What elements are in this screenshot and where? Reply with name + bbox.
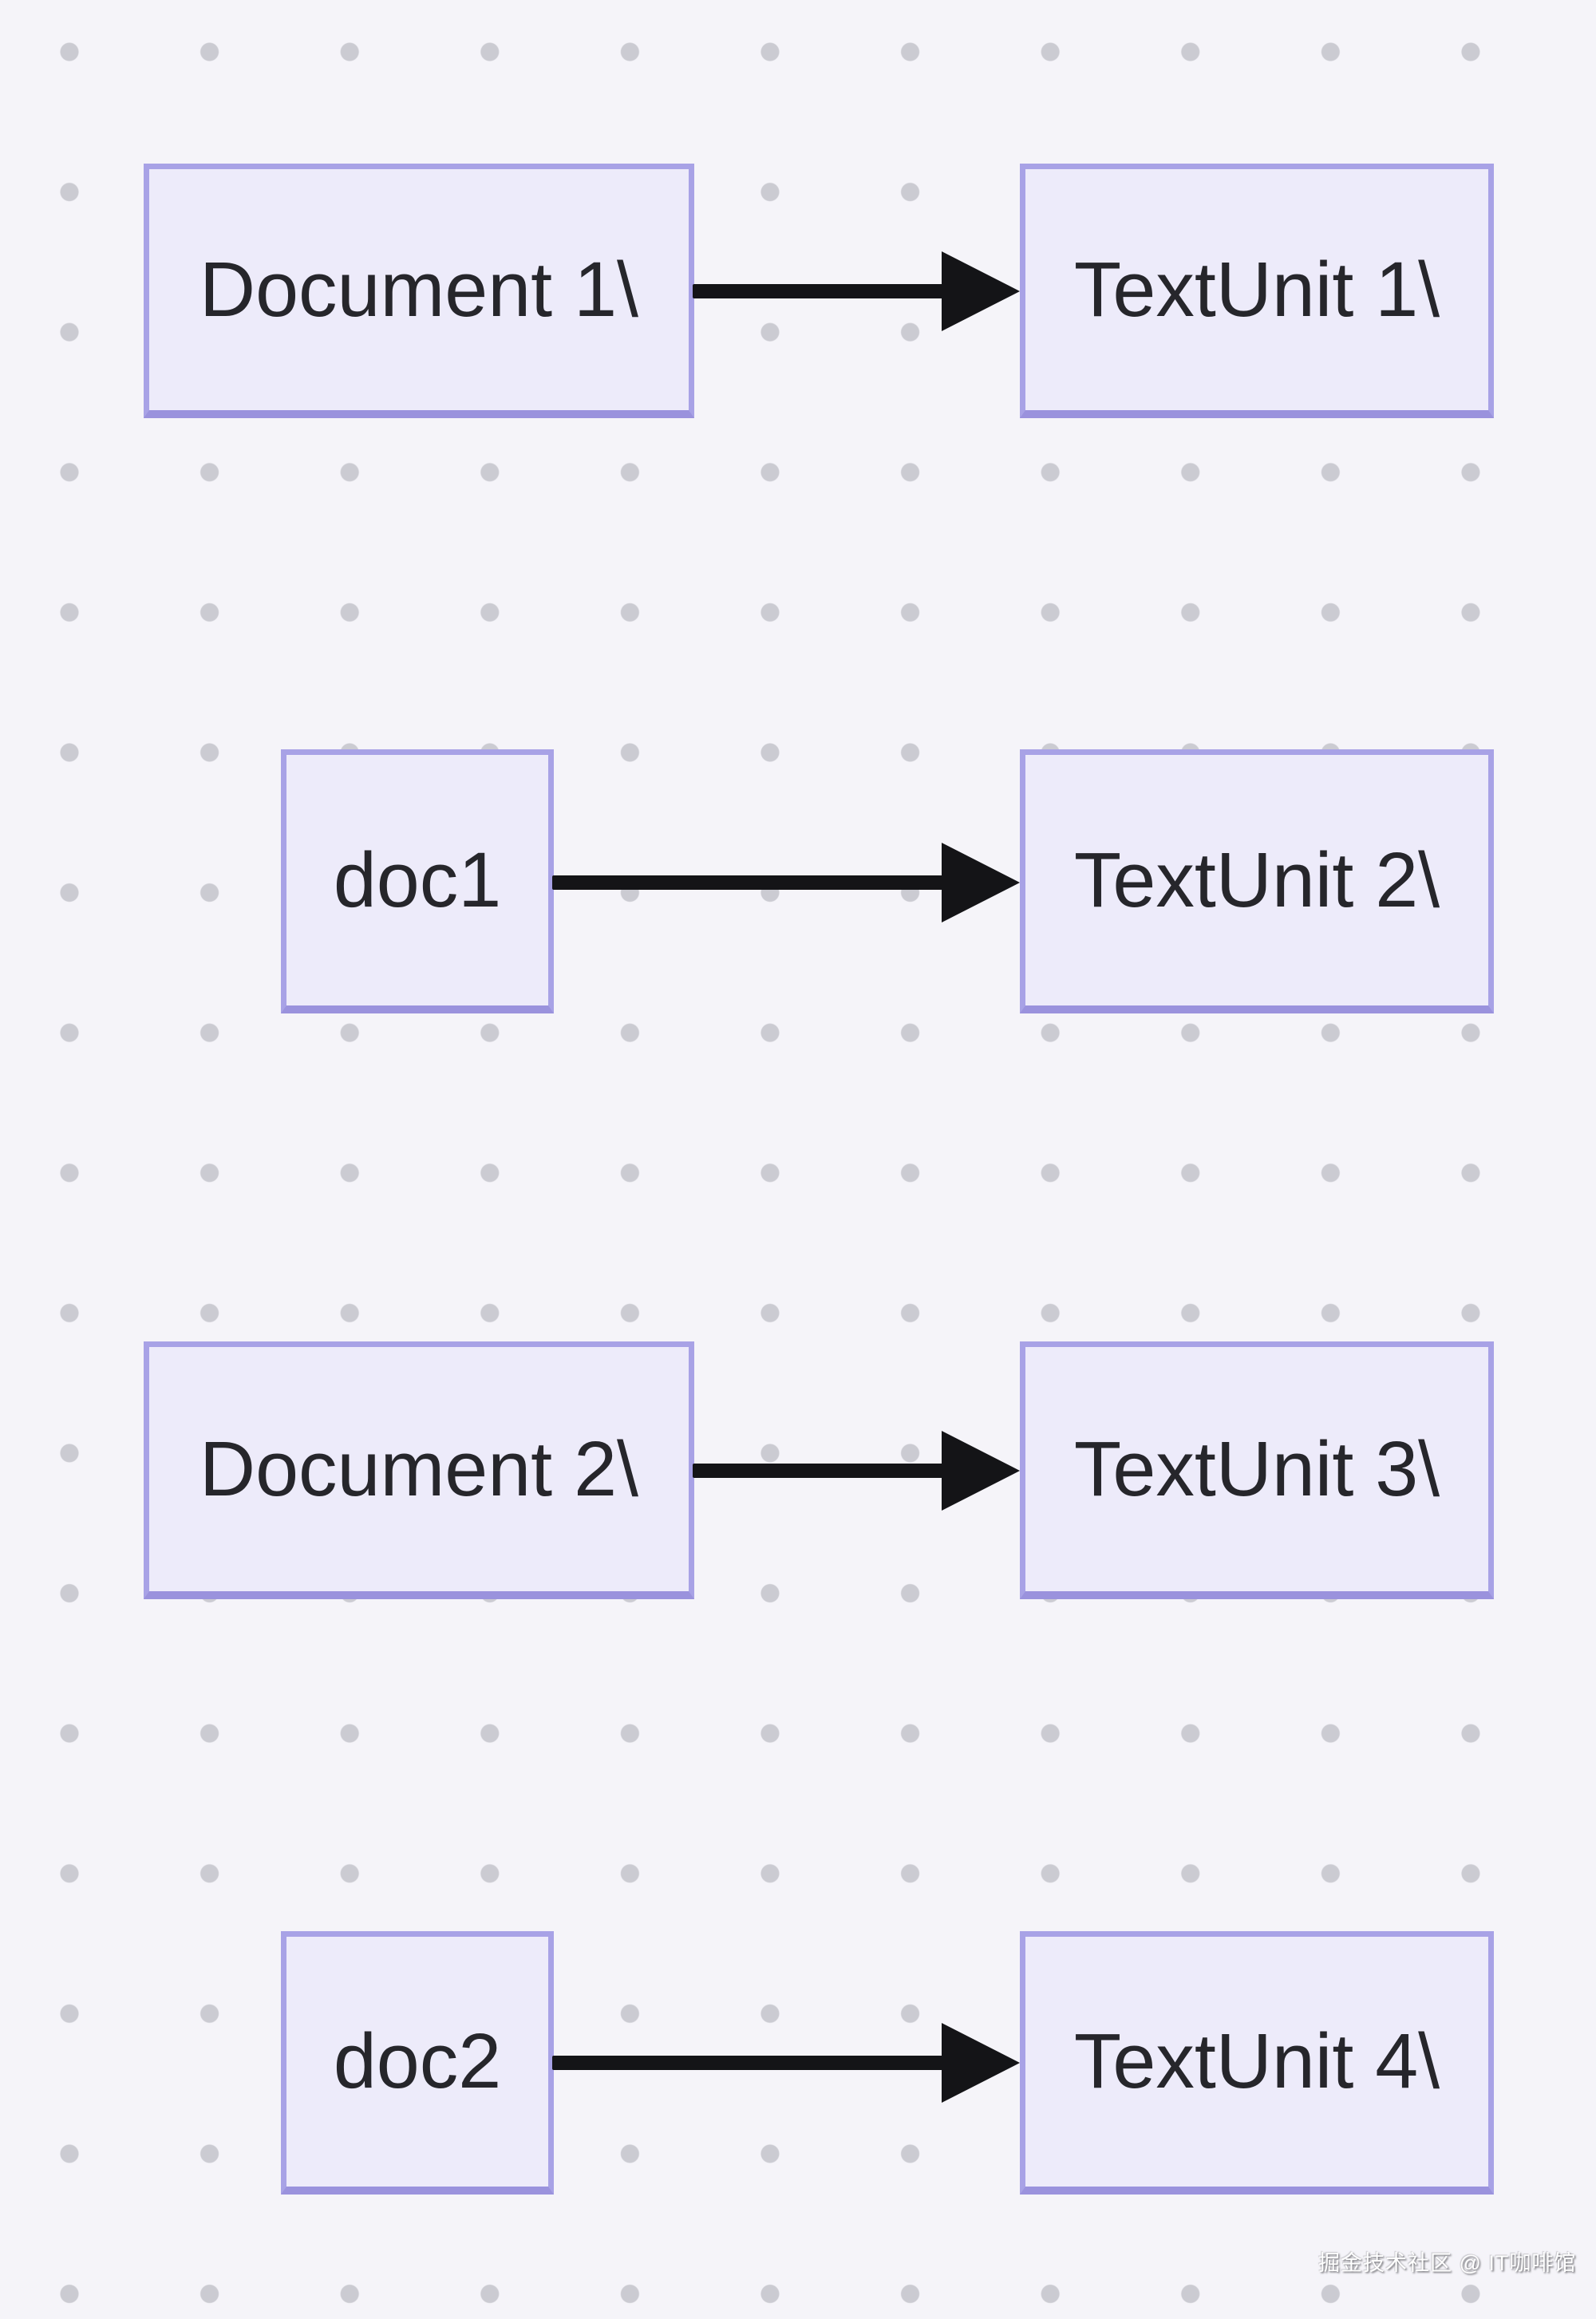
node-textunit-3: TextUnit 3\ — [1020, 1341, 1494, 1599]
node-textunit-2: TextUnit 2\ — [1020, 749, 1494, 1013]
node-label: TextUnit 1\ — [1073, 245, 1440, 333]
arrow-shaft — [693, 284, 945, 298]
node-label: TextUnit 3\ — [1073, 1424, 1440, 1512]
node-label: doc1 — [333, 836, 502, 923]
node-doc2: doc2 — [281, 1931, 554, 2195]
node-label: Document 1\ — [200, 245, 638, 333]
arrow-head-icon — [942, 2023, 1020, 2103]
node-label: TextUnit 2\ — [1073, 836, 1440, 923]
node-document-2: Document 2\ — [144, 1341, 694, 1599]
arrow-shaft — [552, 2056, 945, 2070]
node-label: TextUnit 4\ — [1073, 2017, 1440, 2105]
node-doc1: doc1 — [281, 749, 554, 1013]
arrow-head-icon — [942, 251, 1020, 331]
node-label: Document 2\ — [200, 1424, 638, 1512]
node-textunit-4: TextUnit 4\ — [1020, 1931, 1494, 2195]
node-label: doc2 — [333, 2017, 502, 2105]
node-document-1: Document 1\ — [144, 164, 694, 418]
arrow-shaft — [552, 875, 945, 890]
arrow-head-icon — [942, 843, 1020, 922]
watermark: 掘金技术社区 @ IT咖啡馆 — [1318, 2251, 1577, 2275]
arrow-head-icon — [942, 1431, 1020, 1511]
node-textunit-1: TextUnit 1\ — [1020, 164, 1494, 418]
arrow-shaft — [693, 1464, 945, 1478]
